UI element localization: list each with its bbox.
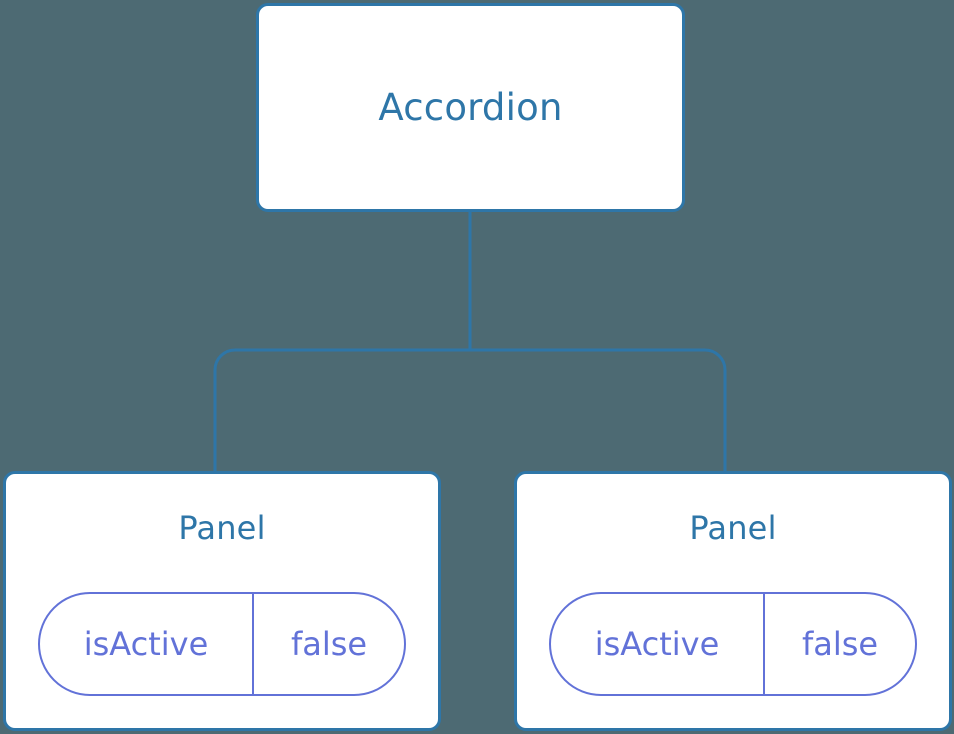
node-panel-2[interactable]: Panel isActive false	[514, 471, 952, 731]
node-panel-2-title: Panel	[689, 509, 777, 547]
state-key-panel-1: isActive	[40, 594, 254, 694]
state-key-panel-2: isActive	[551, 594, 765, 694]
state-pill-panel-1[interactable]: isActive false	[38, 592, 406, 696]
node-accordion-title: Accordion	[378, 86, 563, 129]
state-pill-panel-2[interactable]: isActive false	[549, 592, 917, 696]
state-value-panel-2: false	[801, 625, 879, 663]
node-panel-1[interactable]: Panel isActive false	[3, 471, 441, 731]
node-panel-1-title: Panel	[178, 509, 266, 547]
node-accordion[interactable]: Accordion	[256, 3, 685, 212]
edge-root-to-panel-left	[213, 348, 470, 473]
edge-root-to-panel-right	[470, 348, 727, 473]
state-value-panel-1: false	[290, 625, 368, 663]
